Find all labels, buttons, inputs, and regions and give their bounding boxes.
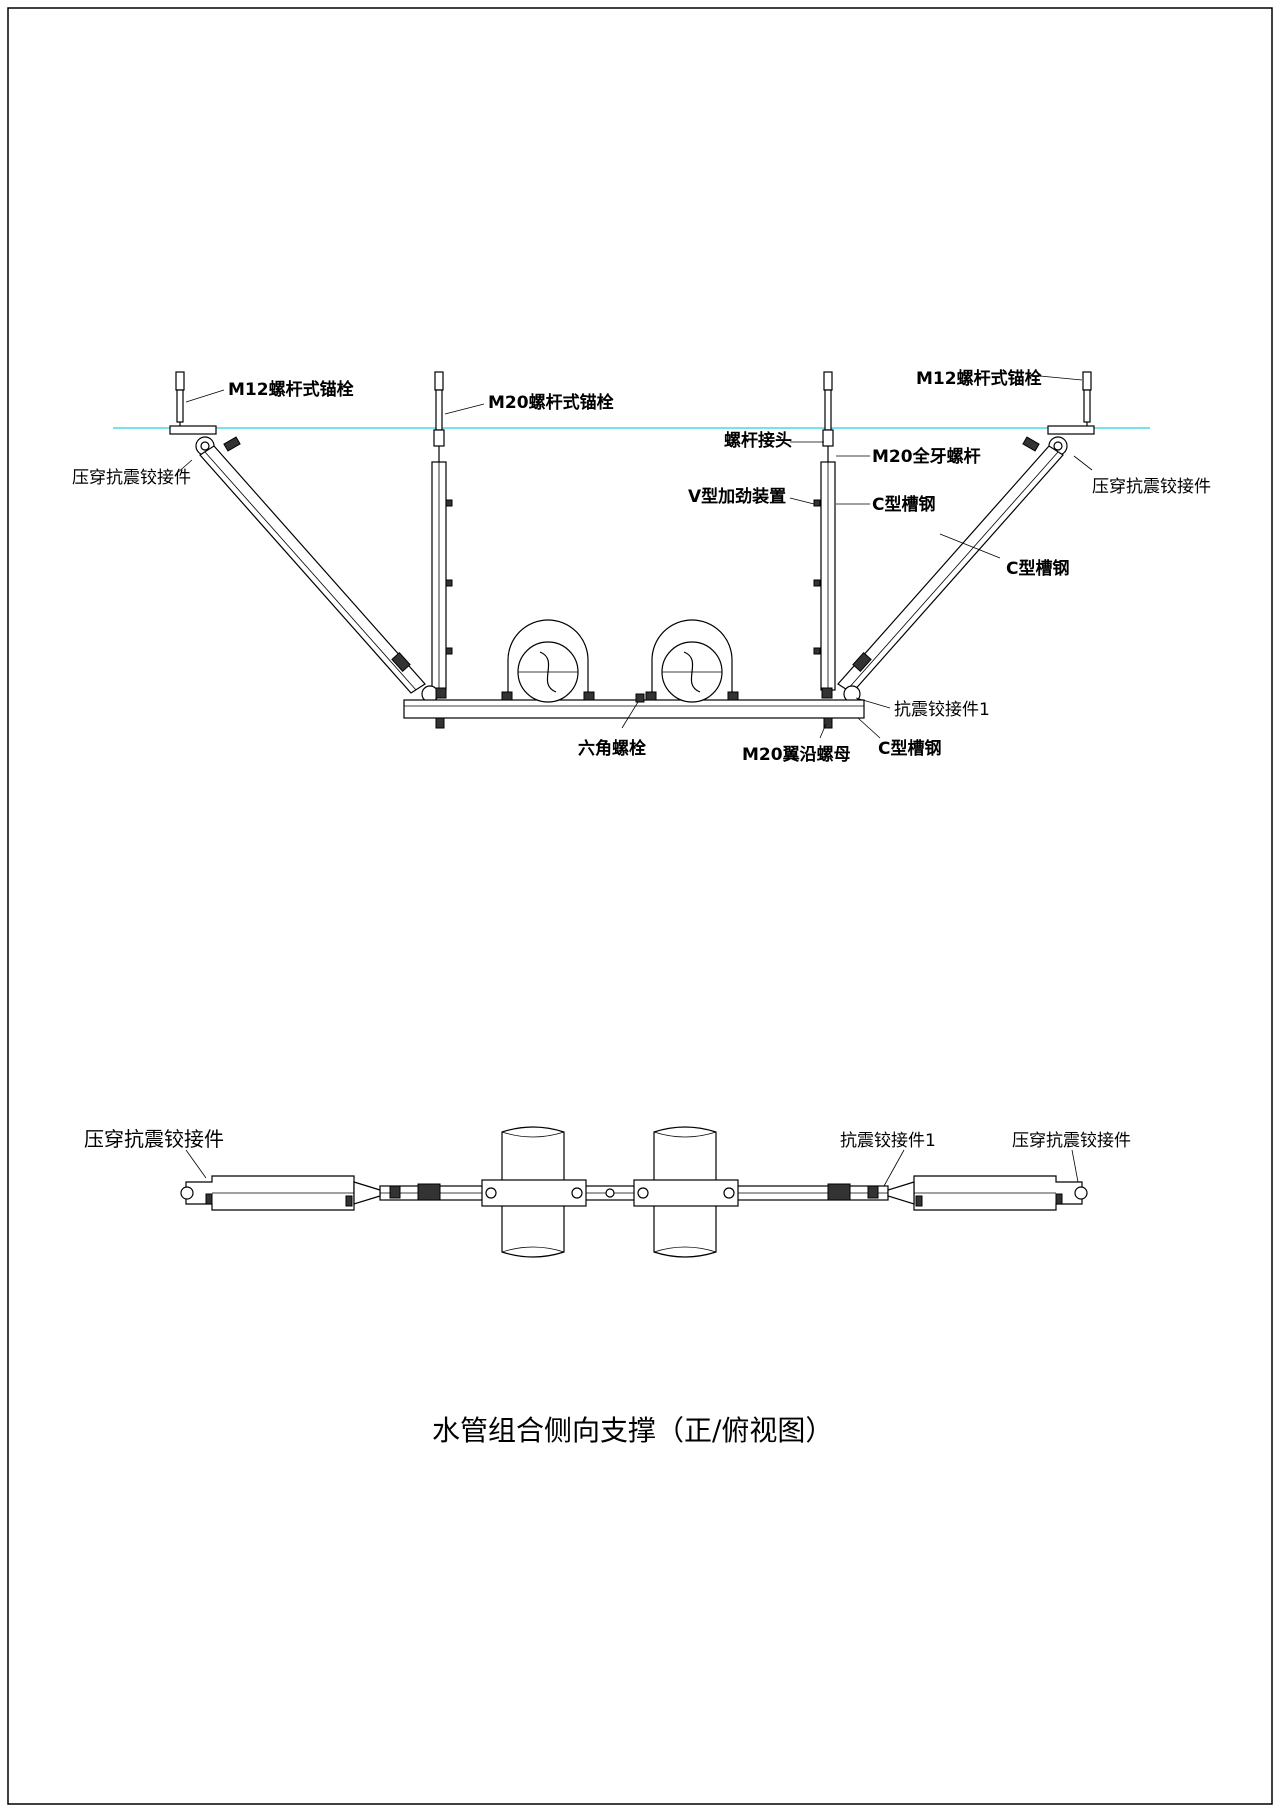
hex-bolt-center — [635, 693, 645, 703]
anchor-left-m12 — [175, 371, 185, 432]
center-bolt-top — [605, 1188, 615, 1198]
label-m20-anchor: M20螺杆式锚栓 — [488, 392, 614, 413]
label-c-channel-vertical: C型槽钢 — [872, 494, 935, 515]
anchor-right-m12 — [1082, 371, 1092, 432]
pipe-clamp-right — [645, 619, 739, 703]
top-view: 压穿抗震铰接件 抗震铰接件1 压穿抗震铰接件 — [84, 1126, 1131, 1258]
label-m20-full-thread-rod: M20全牙螺杆 — [872, 446, 981, 467]
drawing-border — [7, 7, 1273, 1805]
label-v-stiffener: V型加劲装置 — [688, 486, 786, 507]
press-joint-right-part — [1022, 425, 1095, 456]
diagonal-brace-right — [837, 445, 1064, 694]
front-view: M12螺杆式锚栓 M20螺杆式锚栓 M12螺杆式锚栓 压穿抗震铰接件 压穿抗震铰… — [72, 368, 1211, 765]
brace-left-top — [180, 1175, 381, 1211]
label-m12-anchor-left: M12螺杆式锚栓 — [228, 379, 354, 400]
press-joint-left-part — [169, 425, 241, 456]
label-top-press-joint-left: 压穿抗震铰接件 — [84, 1127, 224, 1151]
joint-cluster-right-top — [827, 1183, 879, 1201]
drawing-title: 水管组合侧向支撑（正/俯视图） — [432, 1414, 833, 1447]
bottom-channel — [403, 699, 865, 729]
anchor-m20-right — [822, 371, 834, 462]
vertical-channel-right — [813, 461, 836, 691]
label-m20-flange-nut: M20翼沿螺母 — [742, 745, 851, 765]
diagonal-brace-left — [199, 445, 426, 694]
label-hex-bolt: 六角螺栓 — [578, 738, 646, 759]
label-rod-coupler: 螺杆接头 — [724, 430, 792, 451]
leader-lines-top — [185, 1149, 1079, 1187]
label-m12-anchor-right: M12螺杆式锚栓 — [916, 368, 1042, 389]
vertical-channel-left — [431, 461, 453, 691]
label-top-press-joint-right: 压穿抗震铰接件 — [1012, 1131, 1131, 1151]
anchor-m20-left — [433, 371, 445, 462]
label-c-channel-diagonal: C型槽钢 — [1006, 558, 1069, 579]
clamp-top-right — [633, 1179, 739, 1207]
pipe-clamp-left — [501, 619, 595, 703]
brace-right-top — [887, 1175, 1088, 1211]
leader-lines — [175, 375, 1093, 739]
label-c-channel-bottom: C型槽钢 — [878, 738, 941, 759]
label-seismic-joint-1: 抗震铰接件1 — [894, 700, 990, 720]
label-top-seismic-joint-1: 抗震铰接件1 — [840, 1131, 936, 1151]
label-press-joint-left: 压穿抗震铰接件 — [72, 468, 191, 488]
label-press-joint-right: 压穿抗震铰接件 — [1092, 477, 1211, 497]
clamp-top-left — [481, 1179, 587, 1207]
joint-cluster-left-top — [389, 1183, 441, 1201]
